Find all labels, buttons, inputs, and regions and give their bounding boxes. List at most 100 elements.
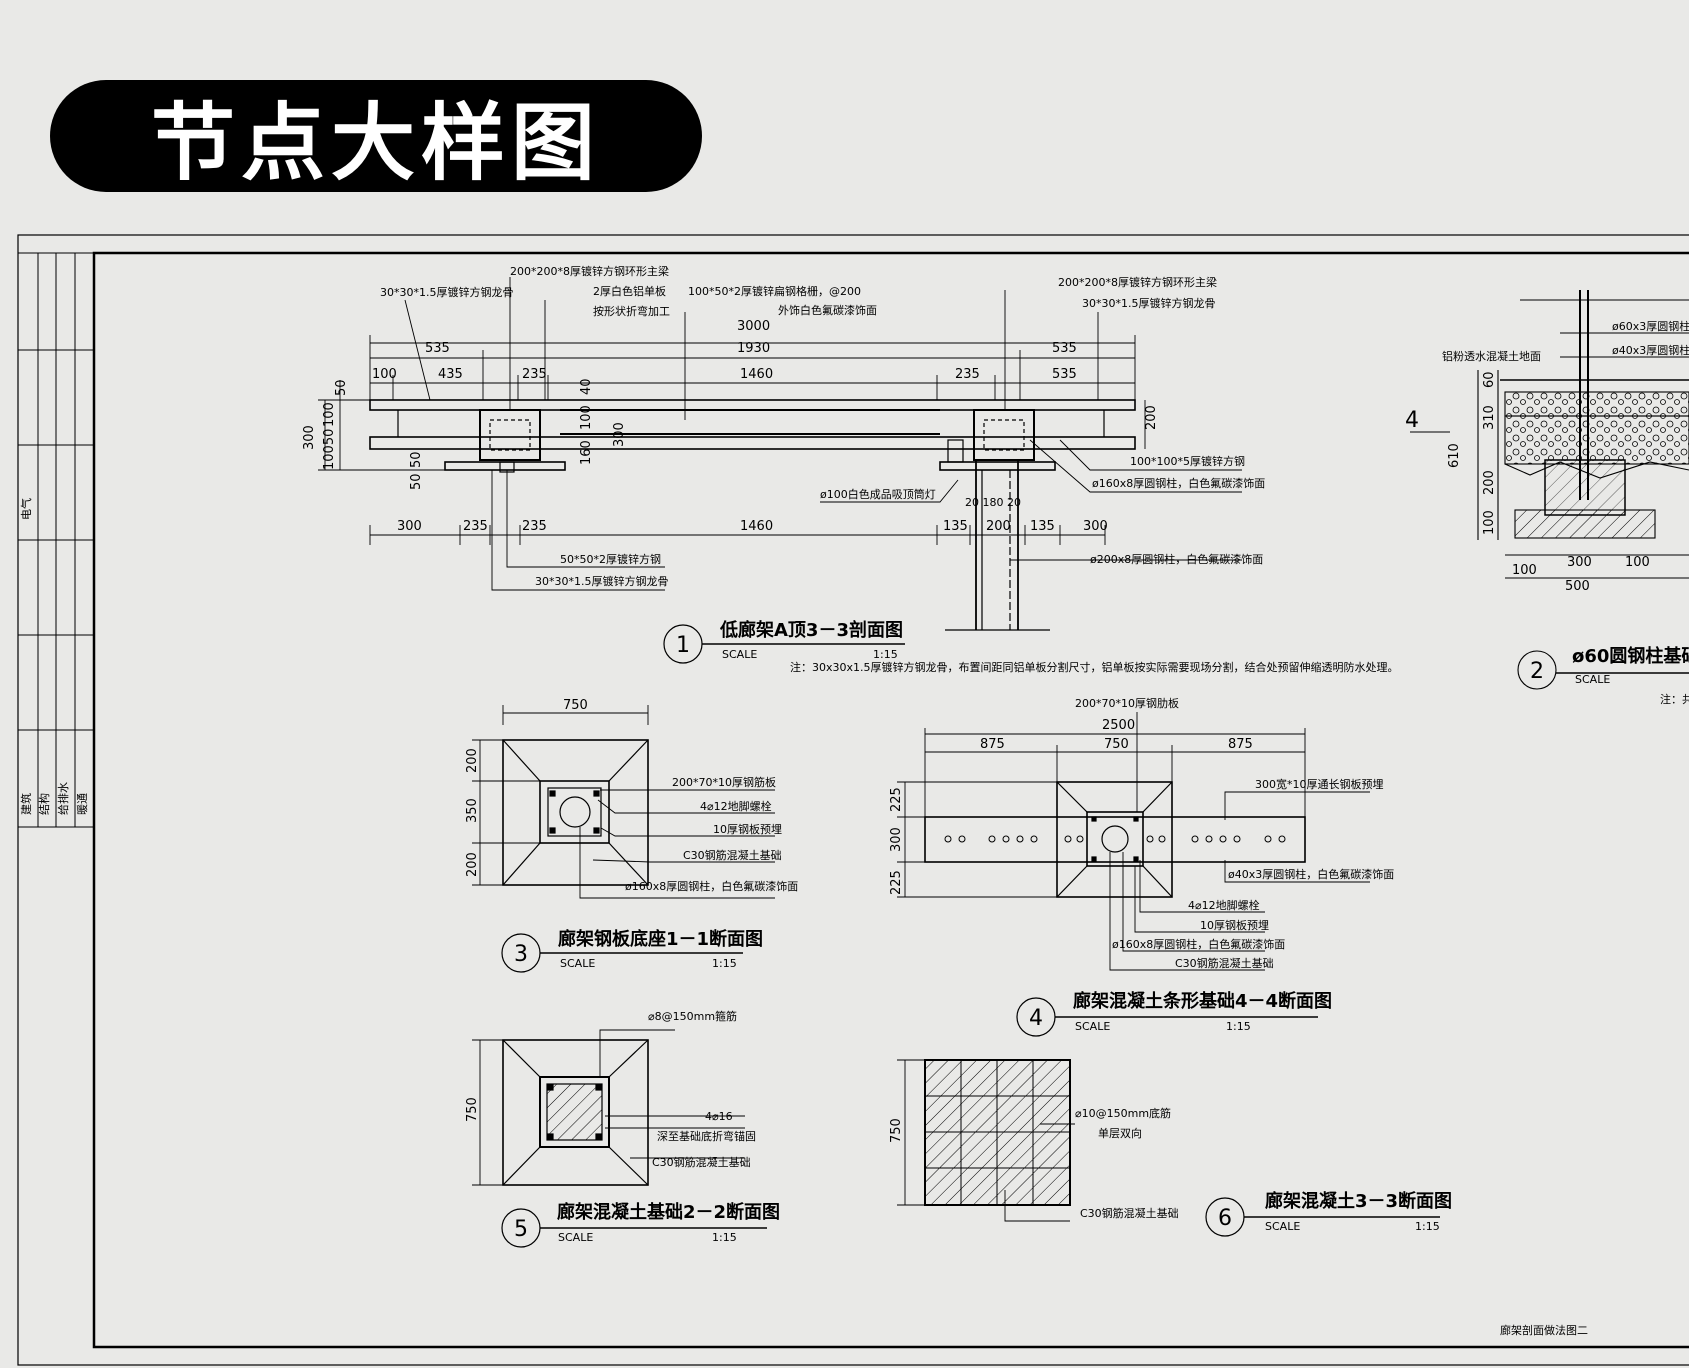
d2-number: 2 <box>1530 659 1544 684</box>
d1-label-purlin-right: 30*30*1.5厚镀锌方钢龙骨 <box>1082 296 1216 310</box>
d1-scale: 1:15 <box>873 648 898 661</box>
d1-scale-label: SCALE <box>722 648 757 661</box>
d2-dim-v100: 100 <box>1482 510 1497 535</box>
d4-number: 4 <box>1029 1006 1043 1031</box>
d4-dim-v225b: 225 <box>889 870 904 895</box>
d4-dim-w750: 750 <box>1104 737 1129 752</box>
d6-scale-label: SCALE <box>1265 1220 1300 1233</box>
d1-dim-1930: 1930 <box>737 341 770 356</box>
detail-2 <box>1410 290 1689 690</box>
d1-dim-235b: 235 <box>955 367 980 382</box>
d4-dim-v225a: 225 <box>889 787 904 812</box>
detail-5 <box>472 1029 767 1248</box>
d1-label-main-beam-left: 200*200*8厚镀锌方钢环形主梁 <box>510 264 669 278</box>
sheet-frame <box>17 234 1689 1366</box>
d6-dim-v750: 750 <box>889 1118 904 1143</box>
detail-2-text: ø60x3厚圆钢柱 ø40x3厚圆钢柱 铝粉透水混凝土地面 4 60 310 2… <box>1405 319 1689 706</box>
page-title: 节点大样图 <box>150 93 601 192</box>
d4-label-plate: 10厚钢板预埋 <box>1200 918 1269 932</box>
d1-dim-535c: 535 <box>1052 367 1077 382</box>
d3-number: 3 <box>514 942 528 967</box>
d4-dim-w875b: 875 <box>1228 737 1253 752</box>
d2-dim-v60: 60 <box>1482 371 1497 388</box>
d4-scale-label: SCALE <box>1075 1020 1110 1033</box>
d5-label-c30: C30钢筋混凝土基础 <box>652 1155 751 1169</box>
d6-number: 6 <box>1218 1206 1232 1231</box>
d1-label-purlin-left: 30*30*1.5厚镀锌方钢龙骨 <box>380 285 514 299</box>
d3-dim-w750: 750 <box>563 698 588 713</box>
d2-scale-label: SCALE <box>1575 673 1610 686</box>
detail-5-text: ⌀8@150mm箍筋 750 4⌀16 深至基础底折弯锚固 C30钢筋混凝土基础… <box>465 1009 780 1244</box>
d1-dim-535a: 535 <box>425 341 450 356</box>
footer-label: 廊架剖面做法图二 <box>1500 1323 1588 1337</box>
d4-label-bolt: 4⌀12地脚螺栓 <box>1188 898 1260 912</box>
d4-label-pipe160: ø160x8厚圆钢柱，白色氟碳漆饰面 <box>1112 937 1285 951</box>
d1-label-tube50: 50*50*2厚镀锌方钢 <box>560 552 661 566</box>
d1-number: 1 <box>676 633 690 658</box>
d1-dim-v200: 200 <box>1144 405 1159 430</box>
detail-4-text: 200*70*10厚钢肋板 2500 875 750 875 225 300 2… <box>889 696 1394 1033</box>
side-table-labels: 电气 建筑 结构 给排水 暖通 <box>19 498 89 815</box>
d1-dim-v300b: 300 <box>612 422 627 447</box>
d3-scale: 1:15 <box>712 957 737 970</box>
d1-label-grille2: 外饰白色氟碳漆饰面 <box>778 303 877 317</box>
d2-section-4: 4 <box>1405 408 1419 433</box>
d1-dim-b135b: 135 <box>1030 519 1055 534</box>
d1-dim-v40: 40 <box>579 378 594 395</box>
d3-title: 廊架钢板底座1－1断面图 <box>558 928 763 950</box>
d2-dim-h100b: 100 <box>1625 555 1650 570</box>
d1-dim-v50b: 50 <box>409 451 424 468</box>
side-label-plumbing: 给排水 <box>56 782 70 815</box>
d1-note: 注：30x30x1.5厚镀锌方钢龙骨，布置间距同铝单板分割尺寸，铝单板按实际需要… <box>790 660 1399 674</box>
d1-dim-v160: 160 <box>579 440 594 465</box>
d1-title: 低廊架A顶3－3剖面图 <box>719 619 903 641</box>
d1-dim-b235b: 235 <box>522 519 547 534</box>
d1-dim-100: 100 <box>372 367 397 382</box>
side-label-electrical: 电气 <box>19 498 33 520</box>
d1-dim-535b: 535 <box>1052 341 1077 356</box>
d1-dim-v10050: 10050 <box>322 429 337 470</box>
d2-label-b: ø40x3厚圆钢柱 <box>1612 343 1689 357</box>
d1-label-main-beam-right: 200*200*8厚镀锌方钢环形主梁 <box>1058 275 1217 289</box>
d5-dim-v750: 750 <box>465 1097 480 1122</box>
d5-label-rebar: 4⌀16 <box>705 1110 733 1123</box>
d4-scale: 1:15 <box>1226 1020 1251 1033</box>
d3-dim-v200a: 200 <box>465 748 480 773</box>
d2-dim-v610: 610 <box>1447 443 1462 468</box>
d1-dim-b300a: 300 <box>397 519 422 534</box>
d6-title: 廊架混凝土3－3断面图 <box>1265 1190 1452 1212</box>
d1-dim-v50c: 50 <box>409 473 424 490</box>
d1-dim-b20180: 20 180 20 <box>965 496 1021 509</box>
d5-label-stirrup: ⌀8@150mm箍筋 <box>648 1009 737 1023</box>
d1-dim-3000: 3000 <box>737 319 770 334</box>
d4-dim-w2500: 2500 <box>1102 718 1135 733</box>
d3-label-5: ø160x8厚圆钢柱，白色氟碳漆饰面 <box>625 879 798 893</box>
d2-dim-h100a: 100 <box>1512 563 1537 578</box>
d4-dim-w875a: 875 <box>980 737 1005 752</box>
page-title-pill: 节点大样图 <box>50 80 702 192</box>
detail-6-text: 750 ⌀10@150mm底筋 单层双向 C30钢筋混凝土基础 6 廊架混凝土3… <box>889 1106 1452 1233</box>
d1-dim-v50: 50 <box>334 379 349 396</box>
d2-dim-h500: 500 <box>1565 579 1590 594</box>
d1-label-grille: 100*50*2厚镀锌扁钢格栅，@200 <box>688 284 861 298</box>
d1-label-pipe200: ø200x8厚圆钢柱，白色氟碳漆饰面 <box>1090 552 1263 566</box>
side-label-hvac: 暖通 <box>76 793 89 815</box>
d6-label-c30: C30钢筋混凝土基础 <box>1080 1206 1179 1220</box>
d2-dim-v200: 200 <box>1482 470 1497 495</box>
d1-dim-b135a: 135 <box>943 519 968 534</box>
side-label-structure: 结构 <box>37 793 51 815</box>
d3-label-2: 4⌀12地脚螺栓 <box>700 799 772 813</box>
d1-dim-v300: 300 <box>302 425 317 450</box>
d5-label-anchor: 深至基础底折弯锚固 <box>657 1129 756 1143</box>
d5-scale-label: SCALE <box>558 1231 593 1244</box>
d2-title: ø60圆钢柱基础 <box>1572 645 1689 667</box>
detail-3 <box>472 705 775 973</box>
detail-1 <box>318 277 1242 664</box>
d2-note: 注：共 <box>1660 692 1689 706</box>
d4-label-c30: C30钢筋混凝土基础 <box>1175 956 1274 970</box>
d1-label-square-tube: 100*100*5厚镀锌方钢 <box>1130 454 1245 468</box>
detail-6 <box>897 1059 1440 1237</box>
side-label-architecture: 建筑 <box>19 793 33 815</box>
detail-4 <box>897 712 1370 1037</box>
d1-dim-b300b: 300 <box>1083 519 1108 534</box>
